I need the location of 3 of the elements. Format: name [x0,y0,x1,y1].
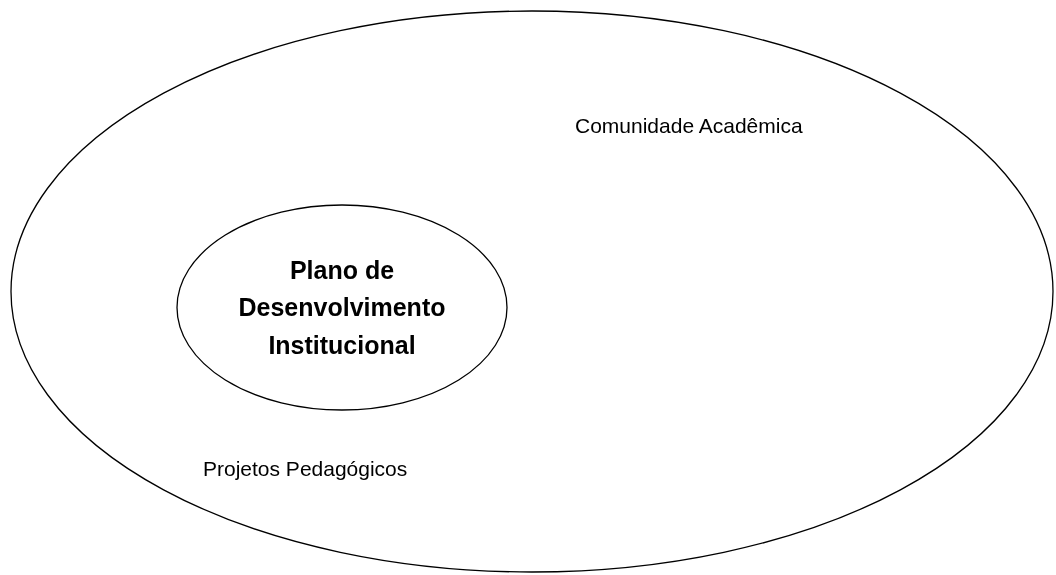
ellipse-label: Comunidade Acadêmica [575,114,803,138]
ellipse-label: Plano de Desenvolvimento Institucional [237,254,447,361]
ellipse-label: Projetos Pedagógicos [203,457,408,481]
